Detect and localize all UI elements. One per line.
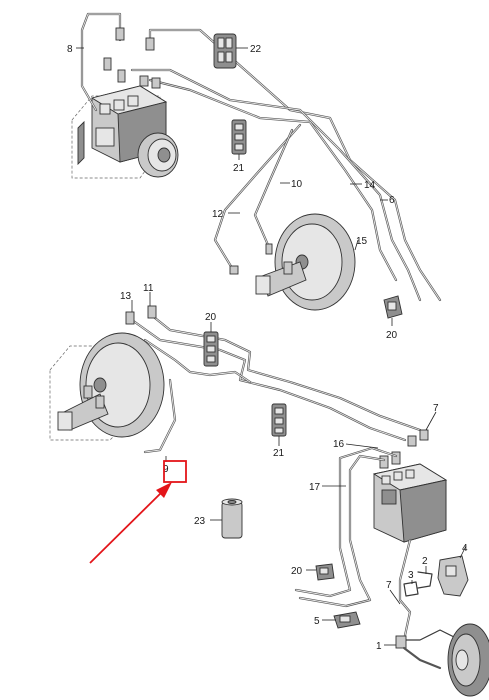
pipe-fittings-middle bbox=[125, 305, 429, 447]
callout-17: 17 bbox=[309, 482, 321, 493]
callout-6: 6 bbox=[389, 195, 395, 206]
callout-2: 2 bbox=[422, 556, 428, 567]
bracket-4 bbox=[437, 555, 469, 597]
callout-3: 3 bbox=[408, 570, 414, 581]
highlight-box bbox=[163, 460, 187, 483]
brake-booster-lower bbox=[49, 332, 165, 441]
pipe-clip-20-middle bbox=[203, 331, 219, 367]
pipe-clip-20-upper bbox=[383, 295, 403, 319]
callout-14: 14 bbox=[364, 180, 376, 191]
callout-23: 23 bbox=[194, 516, 206, 527]
callout-15: 15 bbox=[356, 236, 368, 247]
callout-22: 22 bbox=[250, 44, 262, 55]
brake-pipes-upper bbox=[80, 12, 442, 302]
wheel-hub bbox=[447, 623, 489, 697]
brake-hose-1 bbox=[395, 635, 442, 670]
callout-10: 10 bbox=[291, 179, 303, 190]
highlight-annotation bbox=[89, 460, 187, 564]
pipe-clip-21-upper bbox=[231, 119, 247, 155]
callout-12: 12 bbox=[212, 209, 224, 220]
abs-unit-upper bbox=[71, 85, 179, 179]
callout-1: 1 bbox=[376, 641, 382, 652]
clip-2 bbox=[417, 571, 433, 589]
callout-7-upper: 7 bbox=[433, 403, 439, 414]
brake-pipes-lower bbox=[294, 446, 471, 661]
callout-labels: 8 22 21 10 14 6 12 15 20 13 11 20 7 21 1… bbox=[67, 44, 468, 652]
pipe-clip-5 bbox=[333, 611, 361, 629]
callout-21-lower: 21 bbox=[273, 448, 285, 459]
pipe-clip-20-lower bbox=[315, 563, 335, 581]
highlight-arrowhead bbox=[156, 482, 172, 498]
callout-20-lower: 20 bbox=[291, 566, 303, 577]
pipe-clip-22 bbox=[213, 33, 237, 69]
pipe-clip-21-lower bbox=[271, 403, 287, 437]
brake-booster-upper bbox=[229, 213, 356, 311]
callout-8: 8 bbox=[67, 44, 73, 55]
callout-20-upper: 20 bbox=[386, 330, 398, 341]
highlight-arrow bbox=[89, 489, 165, 564]
callout-13: 13 bbox=[120, 291, 132, 302]
sleeve-23 bbox=[221, 498, 243, 539]
clip-3 bbox=[403, 581, 419, 597]
brake-pipes-middle bbox=[130, 312, 422, 454]
callout-20-middle: 20 bbox=[205, 312, 217, 323]
callout-5: 5 bbox=[314, 616, 320, 627]
callout-9: 9 bbox=[163, 464, 169, 475]
callout-7-lower: 7 bbox=[386, 580, 392, 591]
callout-11: 11 bbox=[143, 283, 154, 294]
callout-4: 4 bbox=[462, 543, 468, 554]
callout-21-upper: 21 bbox=[233, 163, 245, 174]
leader-lines bbox=[76, 47, 467, 646]
callout-16: 16 bbox=[333, 439, 345, 450]
pipe-fittings-upper bbox=[103, 27, 161, 89]
abs-unit-lower bbox=[372, 451, 448, 543]
